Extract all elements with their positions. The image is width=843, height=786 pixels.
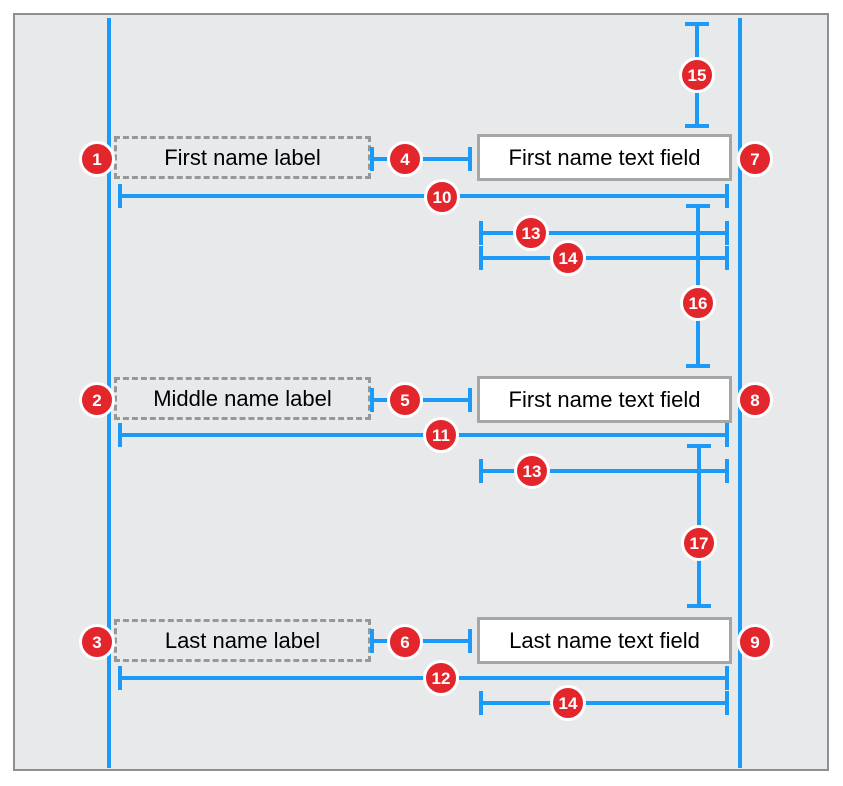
constraint-badge-12: 12 xyxy=(423,660,459,696)
constraint-badge-11: 11 xyxy=(423,417,459,453)
middle-name-label-text: Middle name label xyxy=(153,385,332,411)
first-name-label-box: First name label xyxy=(114,136,371,179)
constraint-badge-15: 15 xyxy=(679,57,715,93)
first-name-text-field-text: First name text field xyxy=(508,144,701,170)
constraint-badge-2: 2 xyxy=(79,382,115,418)
constraint-badge-13b: 13 xyxy=(514,453,550,489)
row1-field-width-line-b xyxy=(479,246,729,270)
constraint-badge-14a: 14 xyxy=(550,240,586,276)
constraint-badge-16: 16 xyxy=(680,285,716,321)
row2-field-width-line xyxy=(479,459,729,483)
last-name-text-field-text: Last name text field xyxy=(509,627,700,653)
middle-name-text-field-box: First name text field xyxy=(477,376,732,423)
constraint-badge-7: 7 xyxy=(737,141,773,177)
constraint-badge-1: 1 xyxy=(79,141,115,177)
constraint-badge-14b: 14 xyxy=(550,685,586,721)
middle-name-text-field-text: First name text field xyxy=(508,386,701,412)
constraint-badge-5: 5 xyxy=(387,382,423,418)
constraint-badge-3: 3 xyxy=(79,624,115,660)
constraint-badge-6: 6 xyxy=(387,624,423,660)
last-name-text-field-box: Last name text field xyxy=(477,617,732,664)
last-name-label-text: Last name label xyxy=(164,627,321,653)
row1-field-width-line-a xyxy=(479,221,729,245)
constraint-badge-8: 8 xyxy=(737,382,773,418)
constraint-badge-4: 4 xyxy=(387,141,423,177)
middle-name-label-box: Middle name label xyxy=(114,377,371,420)
row3-field-width-line xyxy=(479,691,729,715)
constraint-badge-17: 17 xyxy=(681,525,717,561)
first-name-text-field-box: First name text field xyxy=(477,134,732,181)
first-name-label-text: First name label xyxy=(164,144,321,170)
constraint-badge-13a: 13 xyxy=(513,215,549,251)
last-name-label-box: Last name label xyxy=(114,619,371,662)
constraint-badge-10: 10 xyxy=(424,179,460,215)
row1-width-measurement-line xyxy=(118,184,729,208)
constraint-badge-9: 9 xyxy=(737,624,773,660)
